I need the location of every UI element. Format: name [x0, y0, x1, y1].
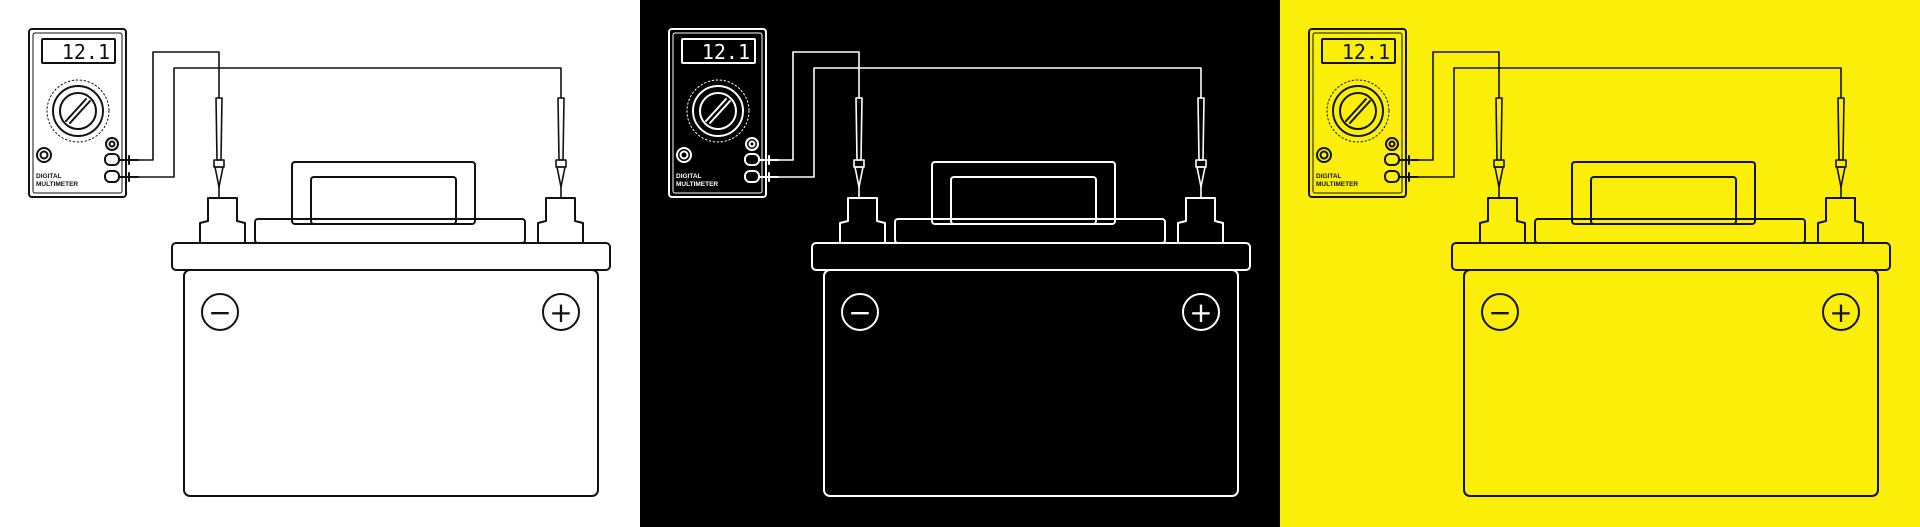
negative-symbol: −	[848, 296, 871, 329]
multimeter-label-line-2: MULTIMETER	[1316, 181, 1358, 188]
battery-top-cap	[254, 218, 526, 244]
lcd-screen	[681, 38, 756, 64]
negative-symbol: −	[208, 296, 231, 329]
battery-handle-inner	[1590, 176, 1737, 225]
red-lead-wire	[1417, 67, 1842, 178]
multimeter-label-line-1: DIGITAL	[676, 173, 702, 180]
digital-multimeter	[1308, 28, 1419, 198]
battery-handle-inner	[310, 176, 457, 225]
input-port-jacks	[104, 137, 139, 183]
rotary-dial	[686, 79, 750, 143]
panel-white-background: 12.1 DIGITAL MULTIMETER − +	[0, 0, 640, 527]
battery-lid	[171, 242, 611, 271]
positive-test-probe	[1195, 97, 1207, 199]
battery-body	[183, 269, 599, 497]
multimeter-label-line-1: DIGITAL	[36, 173, 62, 180]
positive-symbol: +	[549, 296, 572, 329]
negative-test-probe	[853, 97, 865, 199]
negative-symbol: −	[1488, 296, 1511, 329]
car-battery	[1451, 161, 1891, 497]
multimeter-inner-frame	[1312, 32, 1403, 194]
negative-terminal	[199, 197, 246, 244]
battery-handle-inner	[950, 176, 1097, 225]
common-port-jack	[676, 147, 692, 163]
digital-multimeter	[668, 28, 779, 198]
lcd-reading: 12.1	[62, 40, 110, 64]
multimeter-inner-frame	[672, 32, 763, 194]
lcd-reading: 12.1	[1342, 40, 1390, 64]
test-lead-wires	[137, 51, 562, 178]
battery-lid	[1451, 242, 1891, 271]
test-lead-wires	[777, 51, 1202, 178]
positive-symbol-circle	[1182, 293, 1220, 331]
input-port-jacks	[744, 137, 779, 183]
lcd-screen	[41, 38, 116, 64]
negative-symbol-circle	[1481, 293, 1519, 331]
negative-symbol-circle	[201, 293, 239, 331]
multimeter-case	[668, 28, 767, 198]
car-battery	[811, 161, 1251, 497]
battery-test-illustration: 12.1 DIGITAL MULTIMETER − +	[668, 28, 1251, 497]
common-port-jack	[1316, 147, 1332, 163]
battery-test-illustration: 12.1 DIGITAL MULTIMETER − +	[28, 28, 611, 497]
multimeter-label-line-2: MULTIMETER	[36, 181, 78, 188]
negative-symbol-circle	[841, 293, 879, 331]
battery-body	[1463, 269, 1879, 497]
positive-test-probe	[555, 97, 567, 199]
panel-yellow-background: 12.1 DIGITAL MULTIMETER − +	[1280, 0, 1920, 527]
battery-handle-outer	[1571, 161, 1756, 225]
lcd-screen	[1321, 38, 1396, 64]
positive-terminal	[537, 197, 584, 244]
battery-handle-outer	[931, 161, 1116, 225]
positive-test-probe	[1835, 97, 1847, 199]
multimeter-case	[28, 28, 127, 198]
red-lead-wire	[137, 67, 562, 178]
rotary-dial	[46, 79, 110, 143]
car-battery	[171, 161, 611, 497]
input-port-jacks	[1384, 137, 1419, 183]
negative-test-probe	[1493, 97, 1505, 199]
red-lead-wire	[777, 67, 1202, 178]
battery-body	[823, 269, 1239, 497]
battery-top-cap	[1534, 218, 1806, 244]
digital-multimeter	[28, 28, 139, 198]
negative-test-probe	[213, 97, 225, 199]
battery-lid	[811, 242, 1251, 271]
positive-symbol: +	[1829, 296, 1852, 329]
multimeter-label-line-2: MULTIMETER	[676, 181, 718, 188]
battery-test-illustration: 12.1 DIGITAL MULTIMETER − +	[1308, 28, 1891, 497]
negative-terminal	[1479, 197, 1526, 244]
multimeter-inner-frame	[32, 32, 123, 194]
positive-symbol: +	[1189, 296, 1212, 329]
battery-top-cap	[894, 218, 1166, 244]
positive-symbol-circle	[1822, 293, 1860, 331]
panel-black-background: 12.1 DIGITAL MULTIMETER − +	[640, 0, 1280, 527]
positive-terminal	[1177, 197, 1224, 244]
battery-handle-outer	[291, 161, 476, 225]
lcd-reading: 12.1	[702, 40, 750, 64]
positive-symbol-circle	[542, 293, 580, 331]
multimeter-label-line-1: DIGITAL	[1316, 173, 1342, 180]
positive-terminal	[1817, 197, 1864, 244]
common-port-jack	[36, 147, 52, 163]
rotary-dial	[1326, 79, 1390, 143]
negative-terminal	[839, 197, 886, 244]
test-lead-wires	[1417, 51, 1842, 178]
multimeter-case	[1308, 28, 1407, 198]
